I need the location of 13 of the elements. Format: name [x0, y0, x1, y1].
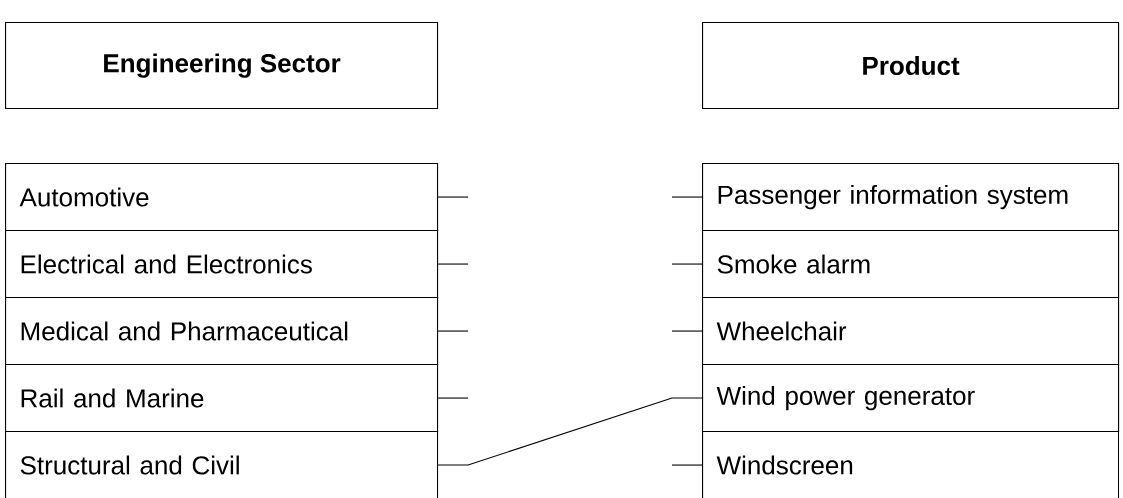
row-box: Automotive — [5, 163, 439, 232]
matching-line — [437, 397, 703, 466]
row-box: Smoke alarm — [702, 230, 1120, 299]
header-box: Product — [702, 22, 1120, 110]
row-box: Wheelchair — [702, 297, 1120, 366]
row-box: Passenger information system — [702, 163, 1120, 232]
row-box: Electrical and Electronics — [5, 230, 439, 299]
header-box: Engineering Sector — [5, 22, 439, 110]
row-box: Windscreen — [702, 431, 1120, 498]
row-box: Medical and Pharmaceutical — [5, 297, 439, 366]
row-box: Wind power generator — [702, 364, 1120, 433]
row-box: Structural and Civil — [5, 431, 439, 498]
row-box: Rail and Marine — [5, 364, 439, 433]
